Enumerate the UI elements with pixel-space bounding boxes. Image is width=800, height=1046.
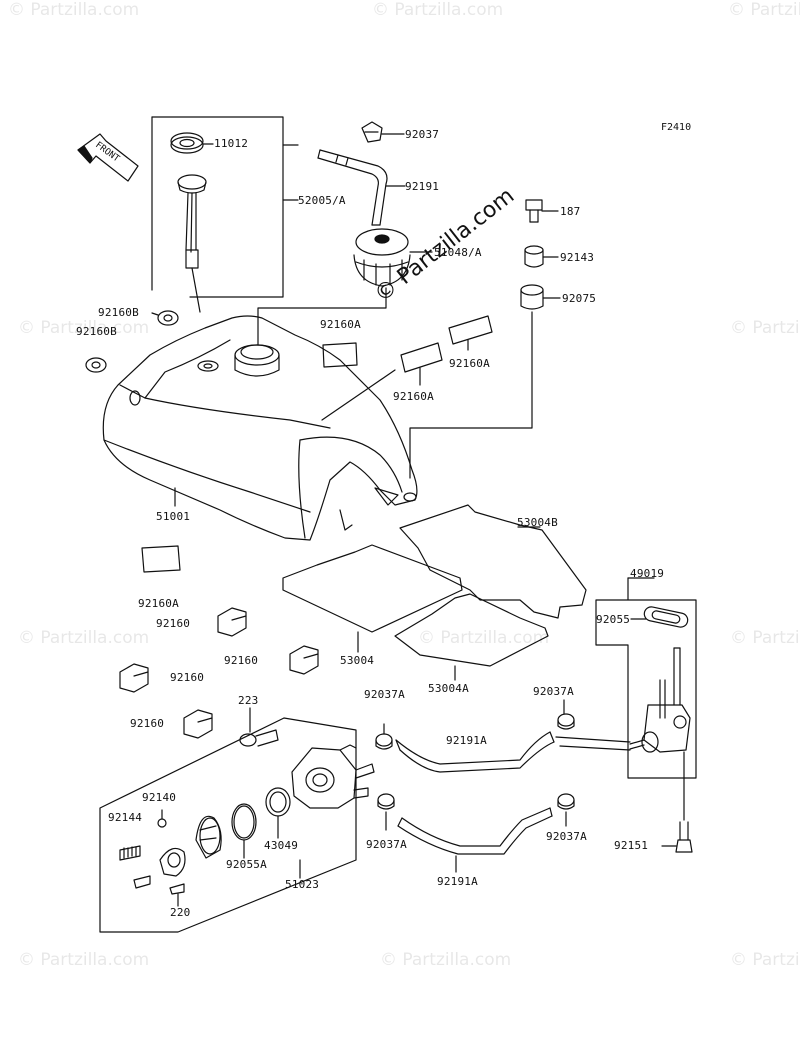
collar-92143-icon <box>524 245 559 268</box>
part-label-92075[interactable]: 92075 <box>562 292 597 305</box>
pad-53004a-icon <box>394 593 549 681</box>
part-label-92160b-left[interactable]: 92160B <box>76 325 117 338</box>
part-label-51001[interactable]: 51001 <box>156 510 191 523</box>
tile-watermark: © Partzilla.com <box>380 950 512 970</box>
pad-92160a-icons <box>141 315 493 573</box>
tile-watermark: © Partzilla.com <box>18 950 150 970</box>
part-label-92191a-lower[interactable]: 92191A <box>437 875 478 888</box>
part-label-92160b-top[interactable]: 92160B <box>98 306 139 319</box>
gauge-group-bracket <box>151 116 299 298</box>
tile-watermark: © Partzilla.com <box>18 628 150 648</box>
fuel-valve-icon <box>629 647 691 821</box>
gauge-cap-ring-icon <box>170 132 214 154</box>
part-label-92160-d[interactable]: 92160 <box>130 717 165 730</box>
part-label-220[interactable]: 220 <box>170 906 191 919</box>
pad-53004-icon <box>282 544 463 653</box>
fuel-hose-lower-icon <box>397 807 553 873</box>
bolt-187-icon <box>525 199 559 223</box>
fuel-gauge-icon <box>177 174 207 313</box>
valve-gasket-icon <box>630 606 689 628</box>
fuel-hose-upper-icon <box>395 731 631 773</box>
front-arrow-icon <box>77 133 139 182</box>
part-label-92140[interactable]: 92140 <box>142 791 177 804</box>
part-label-92160a-lower[interactable]: 92160A <box>138 597 179 610</box>
part-label-92160-c[interactable]: 92160 <box>170 671 205 684</box>
fuel-cap-icon <box>257 228 433 346</box>
part-label-43049[interactable]: 43049 <box>264 839 299 852</box>
part-label-223[interactable]: 223 <box>238 694 259 707</box>
figure-id: F2410 <box>661 122 692 133</box>
pump-cover-icon <box>195 815 222 859</box>
leader-lines <box>321 339 469 421</box>
part-label-11012[interactable]: 11012 <box>214 137 249 150</box>
tile-watermark: © Partzilla.com <box>8 0 140 20</box>
part-label-49019[interactable]: 49019 <box>630 567 665 580</box>
tile-watermark: © Partzilla.com <box>18 318 150 338</box>
o-ring-92055a-icon <box>231 803 257 859</box>
part-label-187[interactable]: 187 <box>560 205 581 218</box>
part-label-92037a-lower-right[interactable]: 92037A <box>546 830 587 843</box>
bolt-92151-icon <box>661 821 693 853</box>
hose-clip-92037a-icons <box>375 699 575 831</box>
part-label-92160a-left[interactable]: 92160A <box>320 318 361 331</box>
part-label-53004[interactable]: 53004 <box>340 654 375 667</box>
grommet-92160b-icon <box>85 310 179 373</box>
tile-watermark: © Partzilla.com <box>372 0 504 20</box>
tile-watermark: © Partzilla.com <box>728 0 800 20</box>
tile-watermark: © Partzilla.com <box>730 628 800 648</box>
part-label-92160a-right[interactable]: 92160A <box>449 357 490 370</box>
fuel-pump-bracket <box>99 717 357 933</box>
part-label-51048a[interactable]: 51048/A <box>434 246 482 259</box>
part-label-92160-b[interactable]: 92160 <box>224 654 259 667</box>
part-label-92151[interactable]: 92151 <box>614 839 649 852</box>
part-label-92191[interactable]: 92191 <box>405 180 440 193</box>
part-label-92037a-lower-left[interactable]: 92037A <box>366 838 407 851</box>
part-label-92055[interactable]: 92055 <box>596 613 631 626</box>
part-label-92144[interactable]: 92144 <box>108 811 143 824</box>
part-label-52005a[interactable]: 52005/A <box>298 194 346 207</box>
fuel-valve-bracket <box>595 577 697 779</box>
part-label-92055a[interactable]: 92055A <box>226 858 267 871</box>
diaphragm-43049-icon <box>265 787 291 839</box>
part-label-92160-a[interactable]: 92160 <box>156 617 191 630</box>
part-label-51023[interactable]: 51023 <box>285 878 320 891</box>
grommet-92075-icon <box>409 284 561 479</box>
part-label-92143[interactable]: 92143 <box>560 251 595 264</box>
part-label-92037a-upper-left[interactable]: 92037A <box>364 688 405 701</box>
fuel-tank-icon <box>102 315 418 541</box>
clamp-92160-icons <box>119 607 319 739</box>
part-label-92191a-upper[interactable]: 92191A <box>446 734 487 747</box>
fuel-pump-icon <box>291 744 375 809</box>
part-label-53004b[interactable]: 53004B <box>517 516 558 529</box>
tile-watermark: © Partzilla.com <box>730 318 800 338</box>
tile-watermark: © Partzilla.com <box>730 950 800 970</box>
front-arrow-label: FRONT <box>93 140 121 164</box>
pad-53004b-icon <box>399 504 587 619</box>
vent-hose-icon <box>317 149 406 226</box>
tile-watermark: © Partzilla.com <box>418 628 550 648</box>
hose-clip-icon <box>361 121 405 143</box>
part-label-92037a-upper-right[interactable]: 92037A <box>533 685 574 698</box>
part-label-92160a-middle[interactable]: 92160A <box>393 390 434 403</box>
part-label-53004a[interactable]: 53004A <box>428 682 469 695</box>
part-label-92037[interactable]: 92037 <box>405 128 440 141</box>
pump-small-parts-icons <box>119 809 186 907</box>
